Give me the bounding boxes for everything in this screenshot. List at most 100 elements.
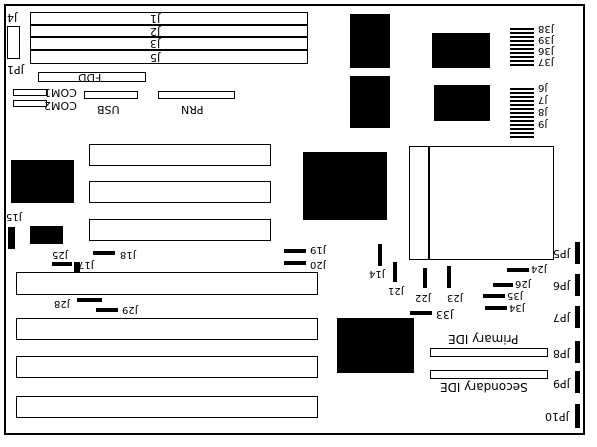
j3-slot: [30, 37, 308, 50]
prn-label: PRN: [181, 103, 204, 116]
primary-ide-label: Primary IDE: [448, 332, 519, 346]
chip-top-center-1: [350, 14, 390, 68]
j7-label: J7: [538, 94, 548, 105]
j18-jumper: [93, 251, 115, 255]
slot-a: [89, 144, 271, 166]
usb-label: USB: [97, 103, 120, 116]
jp5-label: JP5: [553, 247, 570, 260]
com2-label: COM2: [44, 99, 77, 112]
j4-jumper: [7, 26, 20, 59]
j22-label: J22: [415, 292, 431, 303]
j17-label: J17: [78, 259, 94, 270]
usb-connector: [84, 91, 138, 99]
j5-label: J5: [150, 51, 161, 64]
j35-label: J35: [507, 290, 523, 301]
j36-j39-headers: [510, 28, 534, 68]
chip-left-small: [30, 226, 63, 244]
primary-ide-connector: [430, 348, 548, 357]
j2-slot: [30, 25, 308, 37]
chipset: [337, 318, 414, 373]
fdd-label: FDD: [78, 71, 102, 84]
socket-area: [409, 146, 554, 260]
jp5-jumper: [575, 242, 580, 264]
j22-jumper: [423, 268, 427, 288]
j14-jumper: [378, 244, 382, 266]
j21-label: J21: [388, 285, 404, 296]
jp6-jumper: [575, 274, 580, 296]
j25-label: J25: [52, 249, 68, 260]
chip-top-right-2: [434, 85, 490, 121]
fdd-connector: [38, 72, 146, 82]
j26-label: J26: [515, 278, 531, 289]
j8-label: J8: [538, 106, 548, 117]
secondary-ide-connector: [430, 370, 548, 379]
cpu-chip: [303, 152, 387, 220]
j29-jumper: [96, 308, 118, 312]
j38-label: J38: [538, 23, 554, 34]
chip-top-center-2: [350, 76, 390, 128]
jp10-jumper: [575, 404, 580, 428]
j1-slot: [30, 12, 308, 25]
prn-connector: [158, 91, 235, 99]
com2-connector: [13, 100, 47, 107]
j36-label: J36: [538, 45, 554, 56]
j15-header: [8, 227, 15, 249]
j21-jumper: [393, 262, 397, 282]
j28-label: J28: [54, 298, 70, 309]
pci-slot-4: [16, 396, 318, 418]
j20-label: J20: [310, 259, 326, 270]
j24-jumper: [507, 268, 529, 272]
j5-slot: [30, 50, 308, 64]
j29-label: J29: [122, 304, 138, 315]
j19-jumper: [284, 249, 306, 253]
jp1-label: JP1: [7, 63, 24, 76]
secondary-ide-label: Secondary IDE: [440, 380, 528, 394]
jp9-label: JP9: [553, 377, 570, 390]
jp7-label: JP7: [553, 311, 570, 324]
j35-jumper: [483, 294, 505, 298]
jp10-label: JP10: [545, 410, 569, 423]
j39-label: J39: [538, 34, 554, 45]
socket-divider: [428, 146, 430, 260]
j9-label: J9: [538, 118, 548, 129]
j25-jumper: [52, 262, 72, 266]
j14-label: J14: [369, 268, 385, 279]
j1-label: J1: [150, 12, 161, 25]
j18-label: J18: [120, 249, 136, 260]
j2-label: J2: [150, 25, 161, 38]
j17-jumper: [74, 262, 80, 272]
pci-slot-1: [16, 272, 318, 295]
j15-label: J15: [6, 211, 22, 222]
pci-slot-2: [16, 318, 318, 340]
j20-jumper: [284, 261, 306, 265]
jp6-label: JP6: [553, 279, 570, 292]
j34-label: J34: [509, 302, 525, 313]
j23-label: J23: [447, 292, 463, 303]
slot-c: [89, 219, 271, 241]
j6-j9-headers: [510, 88, 534, 140]
j24-label: J24: [531, 263, 547, 274]
j28-jumper: [77, 298, 102, 302]
j26-jumper: [493, 283, 513, 287]
j37-label: J37: [538, 56, 554, 67]
board-outline: [4, 4, 585, 435]
j19-label: J19: [310, 244, 326, 255]
jp7-jumper: [575, 306, 580, 328]
chip-left-large: [11, 160, 74, 203]
com1-connector: [13, 89, 47, 96]
com1-label: COM1: [44, 86, 77, 99]
j33-jumper: [410, 311, 432, 315]
pci-slot-3: [16, 356, 318, 378]
jp9-jumper: [575, 371, 580, 393]
j4-label: J4: [7, 11, 18, 24]
jp8-jumper: [575, 341, 580, 363]
j3-label: J3: [150, 37, 161, 50]
chip-top-right-1: [432, 33, 490, 68]
jp8-label: JP8: [553, 347, 570, 360]
slot-b: [89, 181, 271, 203]
j23-jumper: [447, 266, 451, 288]
j6-label: J6: [538, 82, 548, 93]
j33-label: J33: [436, 308, 454, 321]
j34-jumper: [485, 306, 507, 310]
